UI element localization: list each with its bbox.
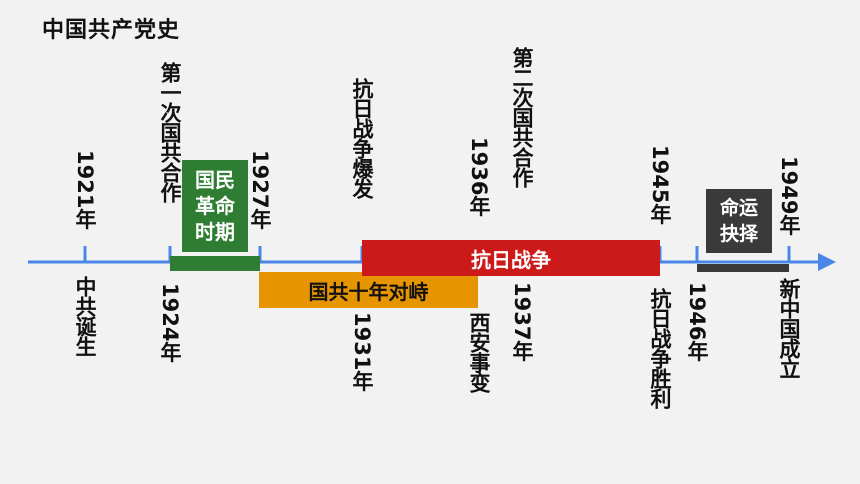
event-war-victory: 抗日战争胜利: [648, 288, 672, 408]
year-1931: 1931年: [350, 312, 374, 392]
event-second-cooperation: 第二次国共合作: [510, 47, 534, 187]
period-revolution-label: 国民革命时期: [195, 168, 235, 244]
event-xian-incident: 西安事变: [467, 312, 491, 392]
event-first-cooperation: 第一次国共合作: [158, 62, 182, 202]
year-1927: 1927年: [248, 150, 272, 230]
year-1924: 1924年: [158, 283, 182, 363]
event-war-outbreak: 抗日战争爆发: [350, 78, 374, 198]
period-confrontation-label: 国共十年对峙: [308, 279, 429, 304]
year-1921: 1921年: [73, 150, 97, 230]
period-confrontation-bar: 国共十年对峙: [259, 272, 478, 308]
year-1945: 1945年: [648, 145, 672, 225]
event-new-china: 新中国成立: [777, 278, 801, 378]
period-fate-box: 命运抉择: [706, 189, 772, 253]
axis-arrowhead: [818, 253, 836, 271]
year-1937: 1937年: [510, 282, 534, 362]
period-fate-bar: [697, 264, 789, 272]
period-fate-label: 命运抉择: [719, 197, 758, 245]
period-revolution-bar: [170, 256, 260, 271]
period-revolution-box: 国民革命时期: [182, 160, 248, 252]
year-1949: 1949年: [777, 156, 801, 236]
page-title: 中国共产党史: [42, 18, 181, 43]
year-1946: 1946年: [685, 282, 709, 362]
event-party-founding: 中共诞生: [73, 276, 97, 356]
period-war-label: 抗日战争: [471, 247, 551, 272]
year-1936: 1936年: [467, 137, 491, 217]
period-war-bar: 抗日战争: [362, 240, 660, 276]
